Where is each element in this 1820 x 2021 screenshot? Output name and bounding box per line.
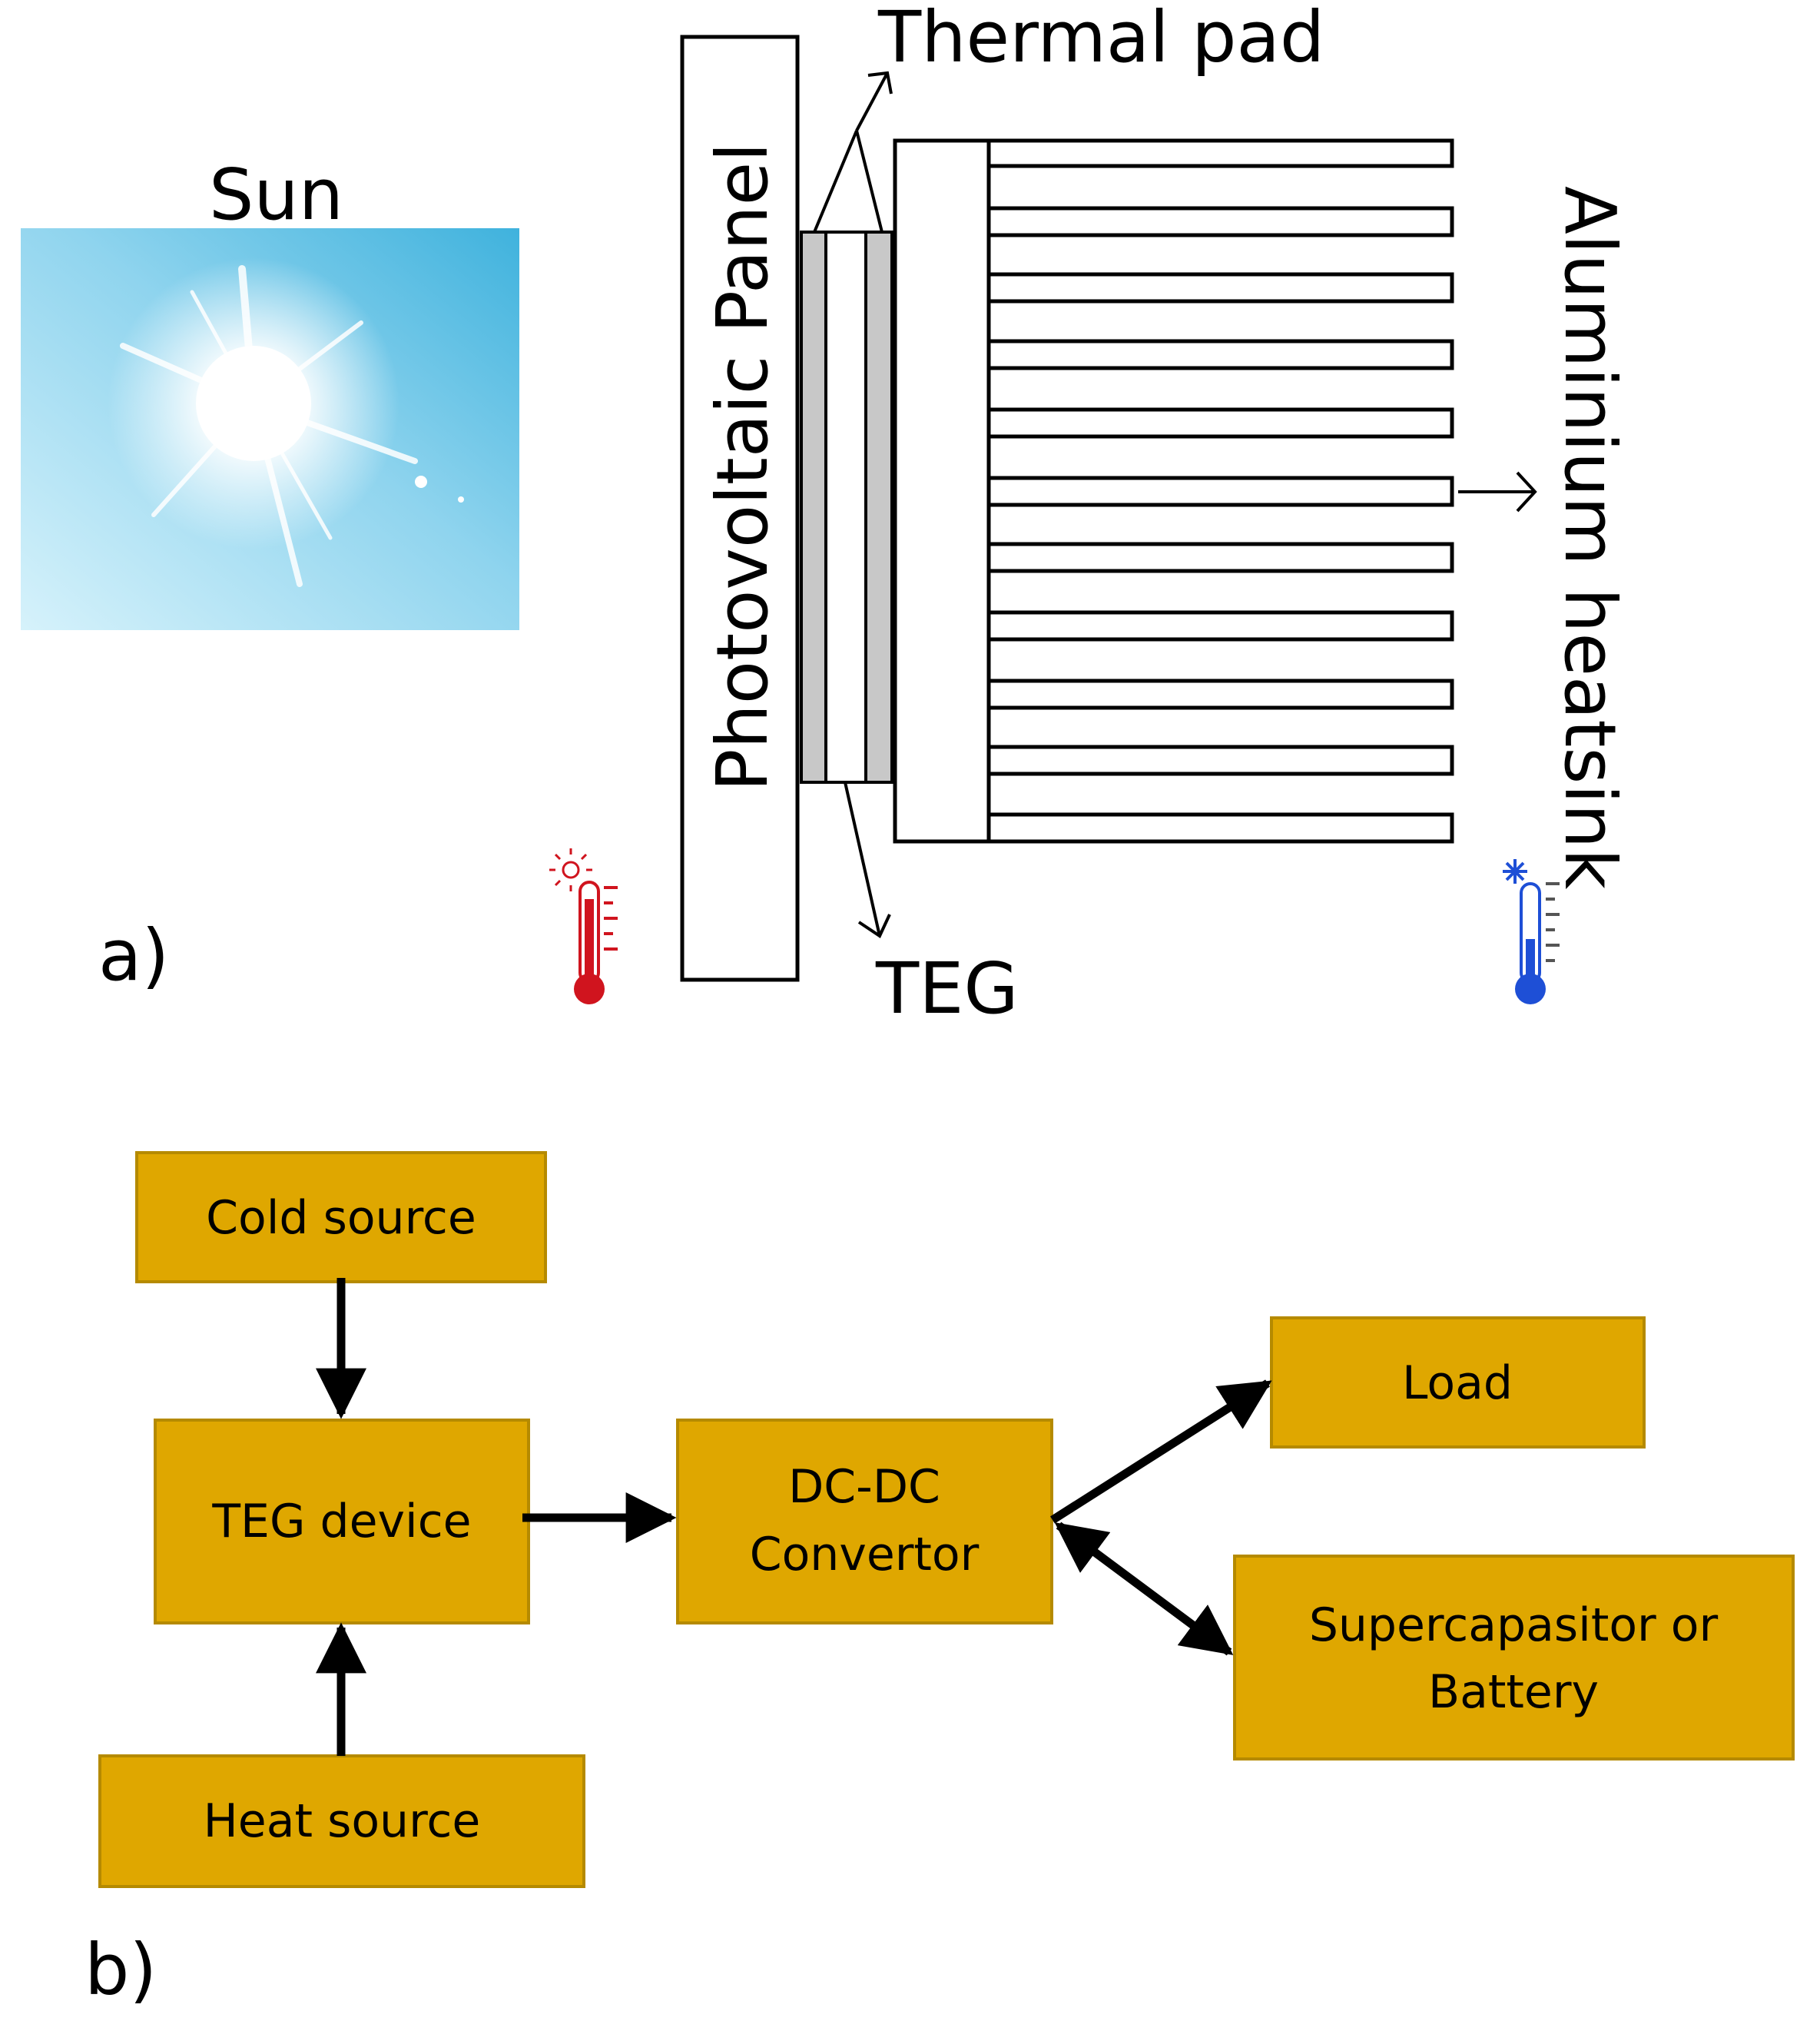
- heatsink-fin: [986, 610, 1454, 642]
- thermal-pad-right: [864, 231, 893, 784]
- thermal-pad-callout: [813, 71, 893, 233]
- pv-panel-label: Photovoltaic Panel: [701, 142, 784, 791]
- arrow-dcdc-storage-bidirectional: [1054, 1522, 1234, 1656]
- heatsink-fin: [986, 812, 1454, 844]
- heatsink-fin: [986, 542, 1454, 573]
- panel-a: Sun Photovoltaic Panel: [21, 0, 1631, 1030]
- load-box: [1270, 1316, 1646, 1449]
- thermal-pad-label: Thermal pad: [877, 0, 1324, 78]
- teg-label: TEG: [875, 947, 1019, 1030]
- dcdc-label-line2: Convertor: [750, 1528, 980, 1581]
- heatsink-fin: [986, 745, 1454, 776]
- heatsink-label: Aluminium heatsink: [1549, 186, 1631, 890]
- heatsink-fin: [986, 138, 1454, 168]
- heatsink-arrow: [1458, 471, 1537, 513]
- heat-source-box: [98, 1754, 585, 1888]
- heatsink-fin: [986, 339, 1454, 370]
- cold-thermometer-icon: [1503, 859, 1560, 1004]
- thermal-pad-left: [800, 231, 827, 784]
- arrow-dcdc-to-load: [1050, 1379, 1272, 1524]
- heatsink-fin: [986, 476, 1454, 507]
- teg-device-label: TEG device: [211, 1495, 471, 1548]
- storage-box: [1233, 1555, 1795, 1760]
- teg-device-box: [154, 1419, 530, 1624]
- heat-source-label: Heat source: [204, 1794, 481, 1848]
- load-label: Load: [1402, 1356, 1513, 1410]
- pv-panel: [680, 35, 800, 982]
- panel-b: Cold source TEG device Heat source DC-DC…: [85, 1151, 1795, 2011]
- cold-source-label: Cold source: [206, 1191, 476, 1245]
- heatsink-base: [893, 138, 991, 844]
- teg-callout: [844, 782, 891, 938]
- heatsink-fin: [986, 206, 1454, 237]
- storage-label-line1: Supercapasitor or: [1309, 1598, 1719, 1652]
- heatsink-fin: [986, 407, 1454, 439]
- heatsink-fin: [986, 272, 1454, 304]
- panel-b-tag: b): [85, 1929, 157, 2011]
- hot-thermometer-icon: [549, 848, 618, 1004]
- dcdc-convertor-box: [676, 1419, 1053, 1624]
- sun-label: Sun: [209, 154, 343, 236]
- dcdc-label-line1: DC-DC: [788, 1460, 940, 1514]
- heatsink-fin: [986, 679, 1454, 710]
- sun-image: [21, 228, 519, 630]
- storage-label-line2: Battery: [1428, 1665, 1599, 1719]
- heatsink-fins: [986, 138, 1454, 844]
- teg-module: [824, 231, 867, 784]
- panel-a-tag: a): [98, 914, 169, 997]
